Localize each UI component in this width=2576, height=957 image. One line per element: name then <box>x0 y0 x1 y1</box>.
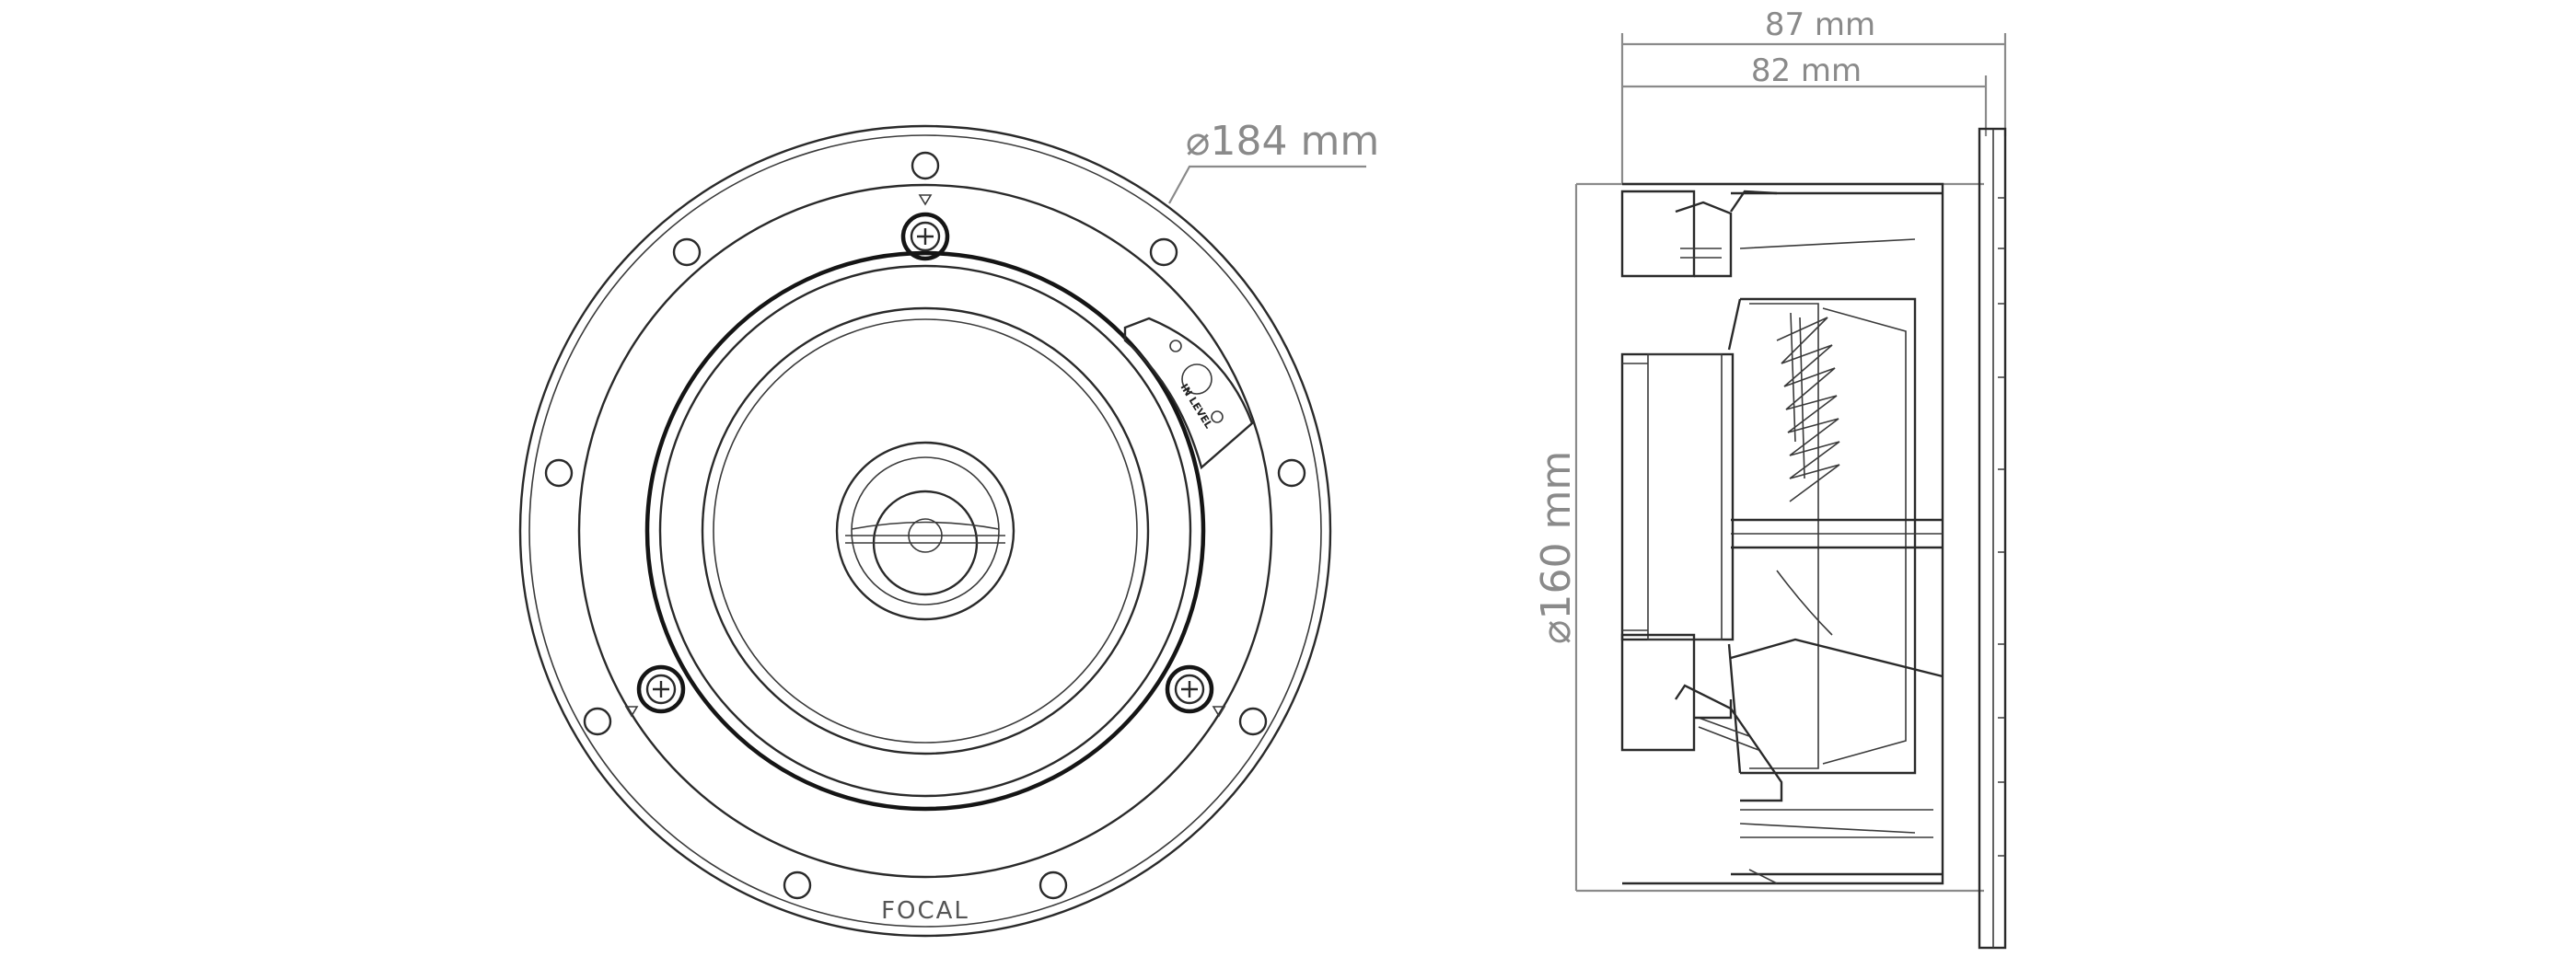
depth-mounting-label: 82 mm <box>1751 52 1862 89</box>
outer-flange-inner-edge <box>528 134 1322 928</box>
spider <box>1776 312 1840 636</box>
front-view: IN LEVEL FOCAL ⌀184 mm <box>518 118 1379 938</box>
grille-outer-ring <box>644 250 1206 812</box>
mounting-hole <box>911 151 940 180</box>
brand-logo: FOCAL <box>881 897 969 925</box>
grille-inner-ring <box>658 264 1192 798</box>
surround-ring <box>701 306 1150 755</box>
mounting-hole <box>1277 458 1306 488</box>
cone-edge <box>713 318 1138 744</box>
depth-dimensions: 87 mm 82 mm <box>1620 6 2007 184</box>
cutout-dimension: ⌀160 mm <box>1533 182 1984 893</box>
clamp-bottom <box>1620 633 1944 802</box>
mounting-hole <box>583 707 612 736</box>
outer-flange-edge <box>518 124 1332 938</box>
mounting-hole <box>783 871 812 900</box>
tweeter-ring <box>851 456 1000 605</box>
tweeter-outer <box>835 441 1015 621</box>
clamp-top <box>1620 190 1778 278</box>
diameter-label: ⌀184 mm <box>1186 118 1379 165</box>
mounting-holes <box>544 151 1306 900</box>
clamp-screw-left <box>624 664 686 718</box>
lower-frame-detail <box>1740 809 1933 884</box>
clamp-screw-top <box>900 194 950 261</box>
magnet-assembly <box>1620 298 1742 774</box>
front-bezel <box>1978 127 2007 950</box>
mounting-hole <box>1039 871 1068 900</box>
depth-total-label: 87 mm <box>1765 6 1875 43</box>
mounting-hole <box>1238 707 1268 736</box>
cutout-diameter-label: ⌀160 mm <box>1533 451 1580 644</box>
diameter-leader-line <box>1168 165 1366 204</box>
mounting-hole <box>672 237 702 267</box>
flange-step <box>577 183 1273 879</box>
side-view: 87 mm 82 mm ⌀160 mm <box>1533 6 2007 950</box>
basket <box>1622 182 1944 885</box>
tweeter-bridge <box>845 521 1005 544</box>
clamp-screw-right <box>1165 664 1226 718</box>
mounting-hole <box>1149 237 1178 267</box>
mounting-hole <box>544 458 574 488</box>
